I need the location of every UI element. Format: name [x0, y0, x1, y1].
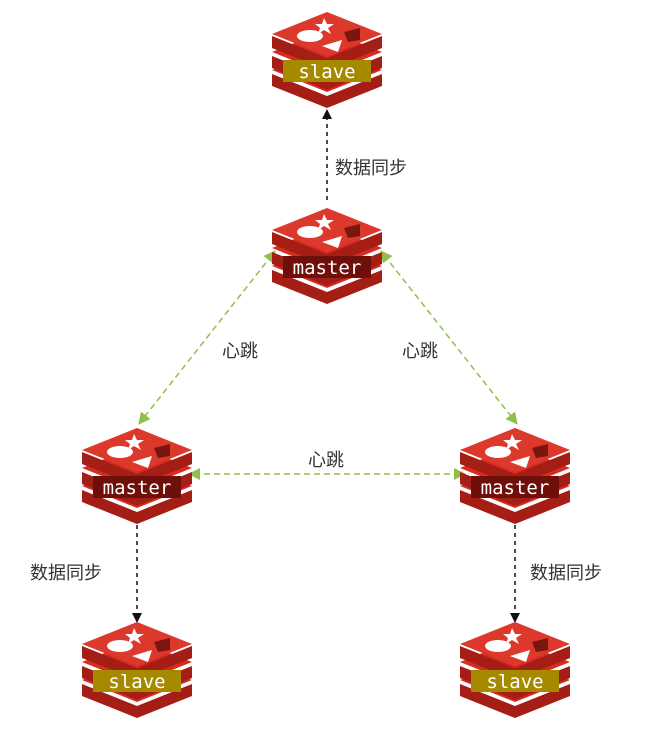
redis-node-right-slave: slave — [460, 622, 570, 718]
sync-label-right: 数据同步 — [530, 563, 602, 584]
node-role-label: master — [481, 477, 550, 499]
heartbeat-label-middle: 心跳 — [308, 450, 344, 471]
redis-node-left-master: master — [82, 428, 192, 524]
node-role-label: slave — [108, 671, 165, 693]
redis-node-top-slave: slave — [272, 12, 382, 108]
sync-label-left: 数据同步 — [30, 563, 102, 584]
heartbeat-arrow-top-right — [380, 250, 518, 425]
node-role-label: slave — [486, 671, 543, 693]
sync-label-top: 数据同步 — [335, 158, 407, 179]
node-role-label: master — [293, 257, 362, 279]
redis-node-top-master: master — [272, 208, 382, 304]
heartbeat-arrow-top-left — [138, 250, 276, 425]
heartbeat-label-left: 心跳 — [222, 341, 258, 362]
heartbeat-label-right: 心跳 — [402, 341, 438, 362]
redis-node-right-master: master — [460, 428, 570, 524]
node-role-label: slave — [298, 61, 355, 83]
node-role-label: master — [103, 477, 172, 499]
redis-node-left-slave: slave — [82, 622, 192, 718]
